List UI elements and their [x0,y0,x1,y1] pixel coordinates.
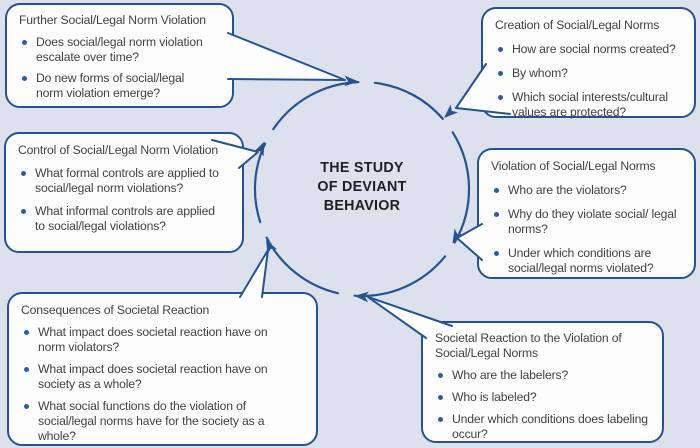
callout-title: Further Social/Legal Norm Violation [19,13,206,27]
bullet-item: By whom? [495,66,692,81]
center-label-line: BEHAVIOR [323,197,401,214]
bullet-item: Under which conditions does labeling occ… [435,412,658,442]
arrowhead-lower-left-icon [266,239,278,255]
cycle-arc-right [451,131,471,244]
callout-title: Violation of Social/Legal Norms [491,159,656,173]
callout-shape-societal [421,321,664,443]
callout-tail-societal [367,296,453,339]
callout-shape-creation [481,7,696,118]
arrowhead-upper-left-icon [253,141,265,157]
arrowhead-right-icon [452,228,465,244]
callout-title: Societal Reaction to the Violation of So… [435,331,622,360]
callout-bullet-list: Does social/legal norm violation escalat… [19,35,246,101]
callout-societal-reaction: Societal Reaction to the Violation of So… [422,322,676,442]
cycle-arc-bottom-left [265,236,339,295]
cycle-arc-bottom-right [353,255,447,298]
callout-title: Creation of Social/Legal Norms [495,18,660,32]
bullet-item: Do new forms of social/legal norm violat… [19,71,204,101]
cycle-arc-top-left [272,81,360,131]
bullet-item: What formal controls are applied to soci… [18,166,227,196]
cycle-arc-top-right [373,81,444,120]
callout-shape-consequences [7,292,318,446]
callout-bullet-list: What impact does societal reaction have … [21,325,330,444]
arrowhead-bottom-icon [354,291,369,303]
callout-control-of-violation: Control of Social/Legal Norm Violation W… [5,133,256,234]
bullet-item: Which social interests/cultural values a… [495,90,692,120]
bullet-item: What social functions do the violation o… [21,399,270,444]
bullet-item: What informal controls are applied to so… [18,204,227,234]
callout-title: Consequences of Societal Reaction [21,303,210,317]
callout-bullet-list: What formal controls are applied to soci… [18,166,256,234]
cycle-center-label: THE STUDY OF DEVIANT BEHAVIOR [276,158,449,215]
callout-tail-creation [455,63,511,115]
arrowhead-top-icon [344,75,359,87]
callout-tail-consequences [239,249,269,298]
bullet-item: Who are the labelers? [435,368,658,383]
arrowhead-upper-right-icon [444,104,458,118]
bullet-item: Under which conditions are social/legal … [491,246,678,276]
bullet-item: What impact does societal reaction have … [21,325,270,355]
bullet-item: Who is labeled? [435,390,658,405]
bullet-item: What impact does societal reaction have … [21,362,270,392]
bullet-item: Who are the violators? [491,183,678,198]
callout-further-violation: Further Social/Legal Norm Violation Does… [6,4,246,101]
callout-tail-further [227,32,346,81]
callout-shape-control [4,132,244,253]
bullet-item: Why do they violate social/ legal norms? [491,207,678,237]
bullet-item: How are social norms created? [495,42,692,57]
bullet-item: Does social/legal norm violation escalat… [19,35,204,65]
callout-consequences: Consequences of Societal Reaction What i… [8,293,330,444]
callout-bullet-list: How are social norms created? By whom? W… [495,42,700,120]
callout-tail-control [211,139,259,169]
center-label-line: THE STUDY [320,159,404,176]
center-label-line: OF DEVIANT [317,178,407,195]
callout-bullet-list: Who are the violators? Why do they viola… [491,183,700,276]
callout-shape-violation [477,148,696,279]
callout-bullet-list: Who are the labelers? Who is labeled? Un… [435,368,676,442]
callout-creation-of-norms: Creation of Social/Legal Norms How are s… [482,8,700,120]
callout-title: Control of Social/Legal Norm Violation [18,143,219,157]
callout-violation-of-norms: Violation of Social/Legal Norms Who are … [478,149,700,276]
